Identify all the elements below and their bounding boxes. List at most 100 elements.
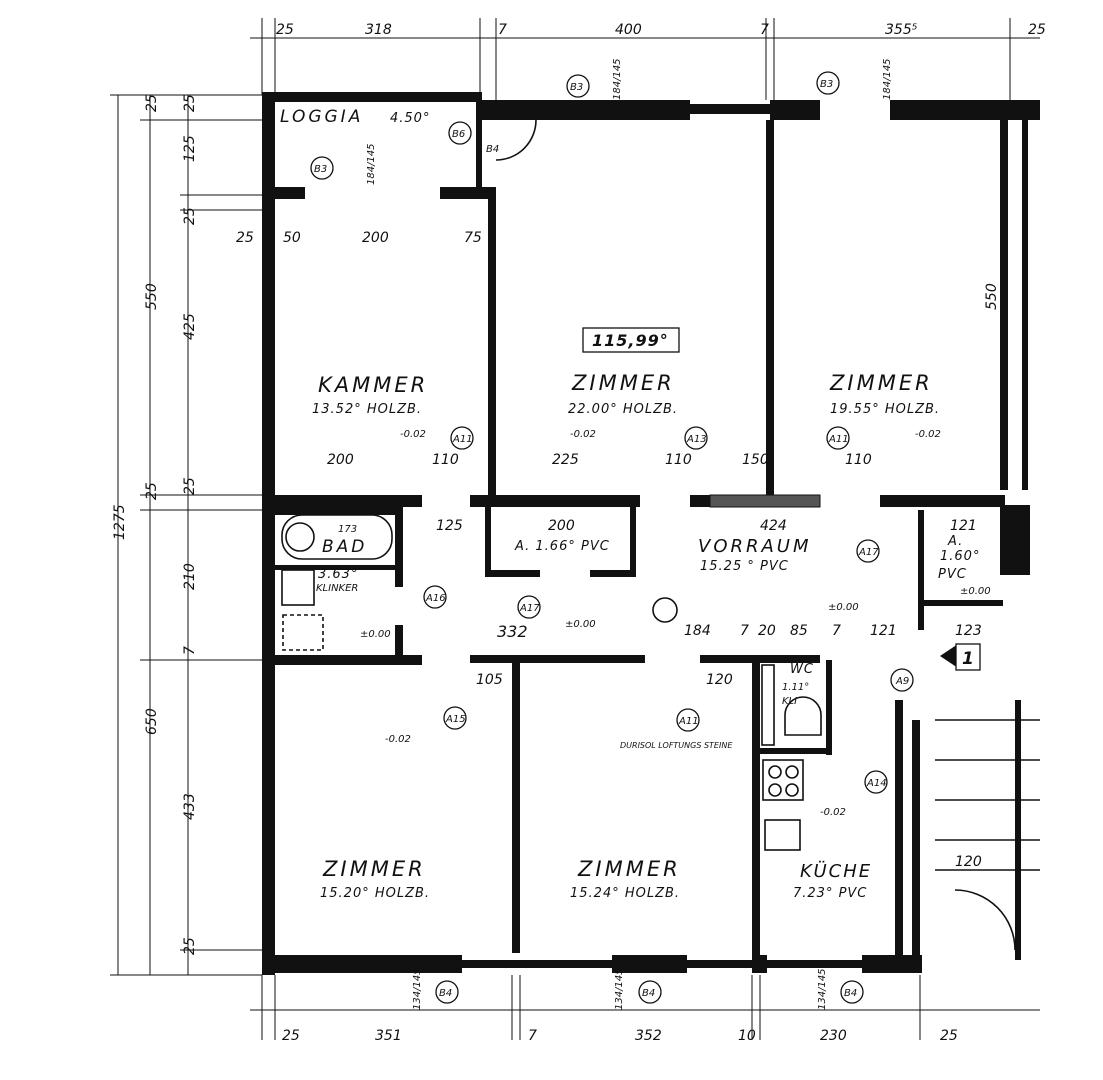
- dim-bottom-6: 25: [940, 1028, 958, 1044]
- dim-inner: 25: [236, 230, 254, 246]
- room-name-wc: WC: [790, 662, 814, 677]
- dim-inner: 184: [684, 623, 711, 639]
- room-name-zimmer-4: ZIMMER: [577, 857, 681, 881]
- tag-label: A11: [452, 434, 473, 445]
- room-floor-wc: KLI: [782, 696, 797, 707]
- dim-inner: 85: [790, 623, 808, 639]
- room-area-kueche: 7.23° PVC: [793, 886, 867, 901]
- room-name-kueche: KÜCHE: [800, 860, 872, 882]
- dim-top-2: 7: [498, 22, 507, 38]
- tag-label: B4: [642, 988, 655, 999]
- room-area-zimmer-3: 15.20° HOLZB.: [320, 886, 430, 901]
- tag-label: A9: [895, 676, 909, 687]
- room-name-vorraum: VORRAUM: [698, 536, 812, 557]
- dim-left-mid-2: 25: [144, 482, 160, 500]
- room-name-loggia: LOGGIA: [280, 107, 363, 127]
- room-labels: LOGGIA 4.50° KAMMER 13.52° HOLZB. ZIMMER…: [280, 107, 981, 901]
- room-name-bad: BAD: [322, 537, 367, 557]
- dim-bottom-4: 10: [738, 1028, 756, 1044]
- dim-bottom-0: 25: [282, 1028, 300, 1044]
- dim-top-0: 25: [276, 22, 294, 38]
- dim-bottom-5: 230: [820, 1028, 847, 1044]
- room-area-zimmer-2: 19.55° HOLZB.: [830, 402, 940, 417]
- dim-inner: 50: [283, 230, 301, 246]
- room-area-wc: 1.11°: [782, 682, 809, 693]
- room-floor-abstell-2: PVC: [938, 567, 967, 582]
- room-area-abstell-2: 1.60°: [940, 549, 980, 564]
- inner-dimensions: 25 50 200 75 200 110 225 110 150 110 173…: [236, 230, 1000, 870]
- dim-left-inner-9: 25: [182, 937, 198, 955]
- room-area-vorraum: 15.25 ° PVC: [700, 559, 789, 574]
- note-durisol: DURISOL LOFTUNGS STEINE: [620, 741, 733, 750]
- window-dim: 134/145: [614, 968, 625, 1010]
- dim-top-3: 400: [615, 22, 642, 38]
- window-dim: 184/145: [882, 58, 893, 100]
- door-swing-icon: [495, 119, 537, 161]
- dim-top-5: 355⁵: [885, 22, 918, 38]
- dim-inner: 110: [665, 452, 692, 468]
- tag-label: A13: [686, 434, 707, 445]
- dim-inner: 105: [476, 672, 503, 688]
- dim-inner: 7: [740, 623, 749, 639]
- room-area-bad: 3.63°: [318, 567, 358, 582]
- dim-inner: 75: [464, 230, 482, 246]
- tags: B3 B3 B3 B6 B4 A11 A13 A11 A16 A17 A17 A…: [310, 58, 914, 1010]
- tag-label: B3: [314, 164, 327, 175]
- dim-inner: 150: [742, 452, 769, 468]
- tag-label: A17: [858, 547, 879, 558]
- tag-label: A11: [828, 434, 849, 445]
- dim-top-6: 25: [1028, 22, 1046, 38]
- unit-number: 1: [962, 649, 975, 669]
- tag-label: B6: [452, 129, 465, 140]
- dim-bottom-2: 7: [528, 1028, 537, 1044]
- level-mark: -0.02: [385, 734, 411, 745]
- level-mark: ±0.00: [565, 619, 596, 630]
- lamp-icon: [652, 597, 678, 623]
- fixtures: [281, 119, 1016, 951]
- room-area-loggia: 4.50°: [390, 111, 430, 126]
- dim-left-inner-3: 425: [182, 313, 198, 340]
- room-name-zimmer-2: ZIMMER: [829, 371, 933, 395]
- window-dim: 184/145: [612, 58, 623, 100]
- dim-left-inner-6: 210: [182, 563, 198, 590]
- window-dim: 134/145: [412, 968, 423, 1010]
- room-name-kammer: KAMMER: [318, 373, 428, 397]
- toilet-icon: [784, 696, 822, 736]
- tag-label: B3: [570, 82, 583, 93]
- tag-label: A15: [445, 714, 466, 725]
- room-area-zimmer-1: 22.00° HOLZB.: [568, 402, 678, 417]
- window-dim: 134/145: [817, 968, 828, 1010]
- bathtub-icon: [281, 514, 393, 560]
- dim-inner: 424: [760, 518, 787, 534]
- dim-inner: 200: [327, 452, 354, 468]
- dim-top-4: 7: [760, 22, 769, 38]
- tag-label: A17: [519, 603, 540, 614]
- level-mark: ±0.00: [360, 629, 391, 640]
- unit-number-box: [955, 643, 981, 671]
- dim-inner: 110: [845, 452, 872, 468]
- dim-inner: 173: [338, 524, 357, 535]
- room-name-zimmer-3: ZIMMER: [322, 857, 426, 881]
- kitchen-sink-icon: [764, 819, 801, 851]
- dim-left-mid-1: 550: [144, 283, 160, 310]
- level-mark: -0.02: [820, 807, 846, 818]
- stove-icon: [762, 759, 804, 801]
- dim-inner: 121: [950, 518, 977, 534]
- dim-inner: 550: [984, 283, 1000, 310]
- total-area: 115,99°: [592, 331, 669, 350]
- dim-top-1: 318: [365, 22, 392, 38]
- dim-left-inner-4: 25: [182, 477, 198, 495]
- washer-icon: [282, 614, 324, 651]
- dim-left-inner-8: 433: [182, 793, 198, 820]
- dim-inner: 125: [436, 518, 463, 534]
- level-mark: ±0.00: [960, 586, 991, 597]
- dim-bottom-3: 352: [635, 1028, 662, 1044]
- shelf-icon: [761, 664, 775, 746]
- tag-label: A14: [866, 778, 887, 789]
- dim-inner: 110: [432, 452, 459, 468]
- dim-inner: 332: [497, 622, 528, 641]
- room-name-abstell-1: A. 1.66° PVC: [514, 539, 610, 554]
- dim-inner: 120: [706, 672, 733, 688]
- dim-inner: 200: [548, 518, 575, 534]
